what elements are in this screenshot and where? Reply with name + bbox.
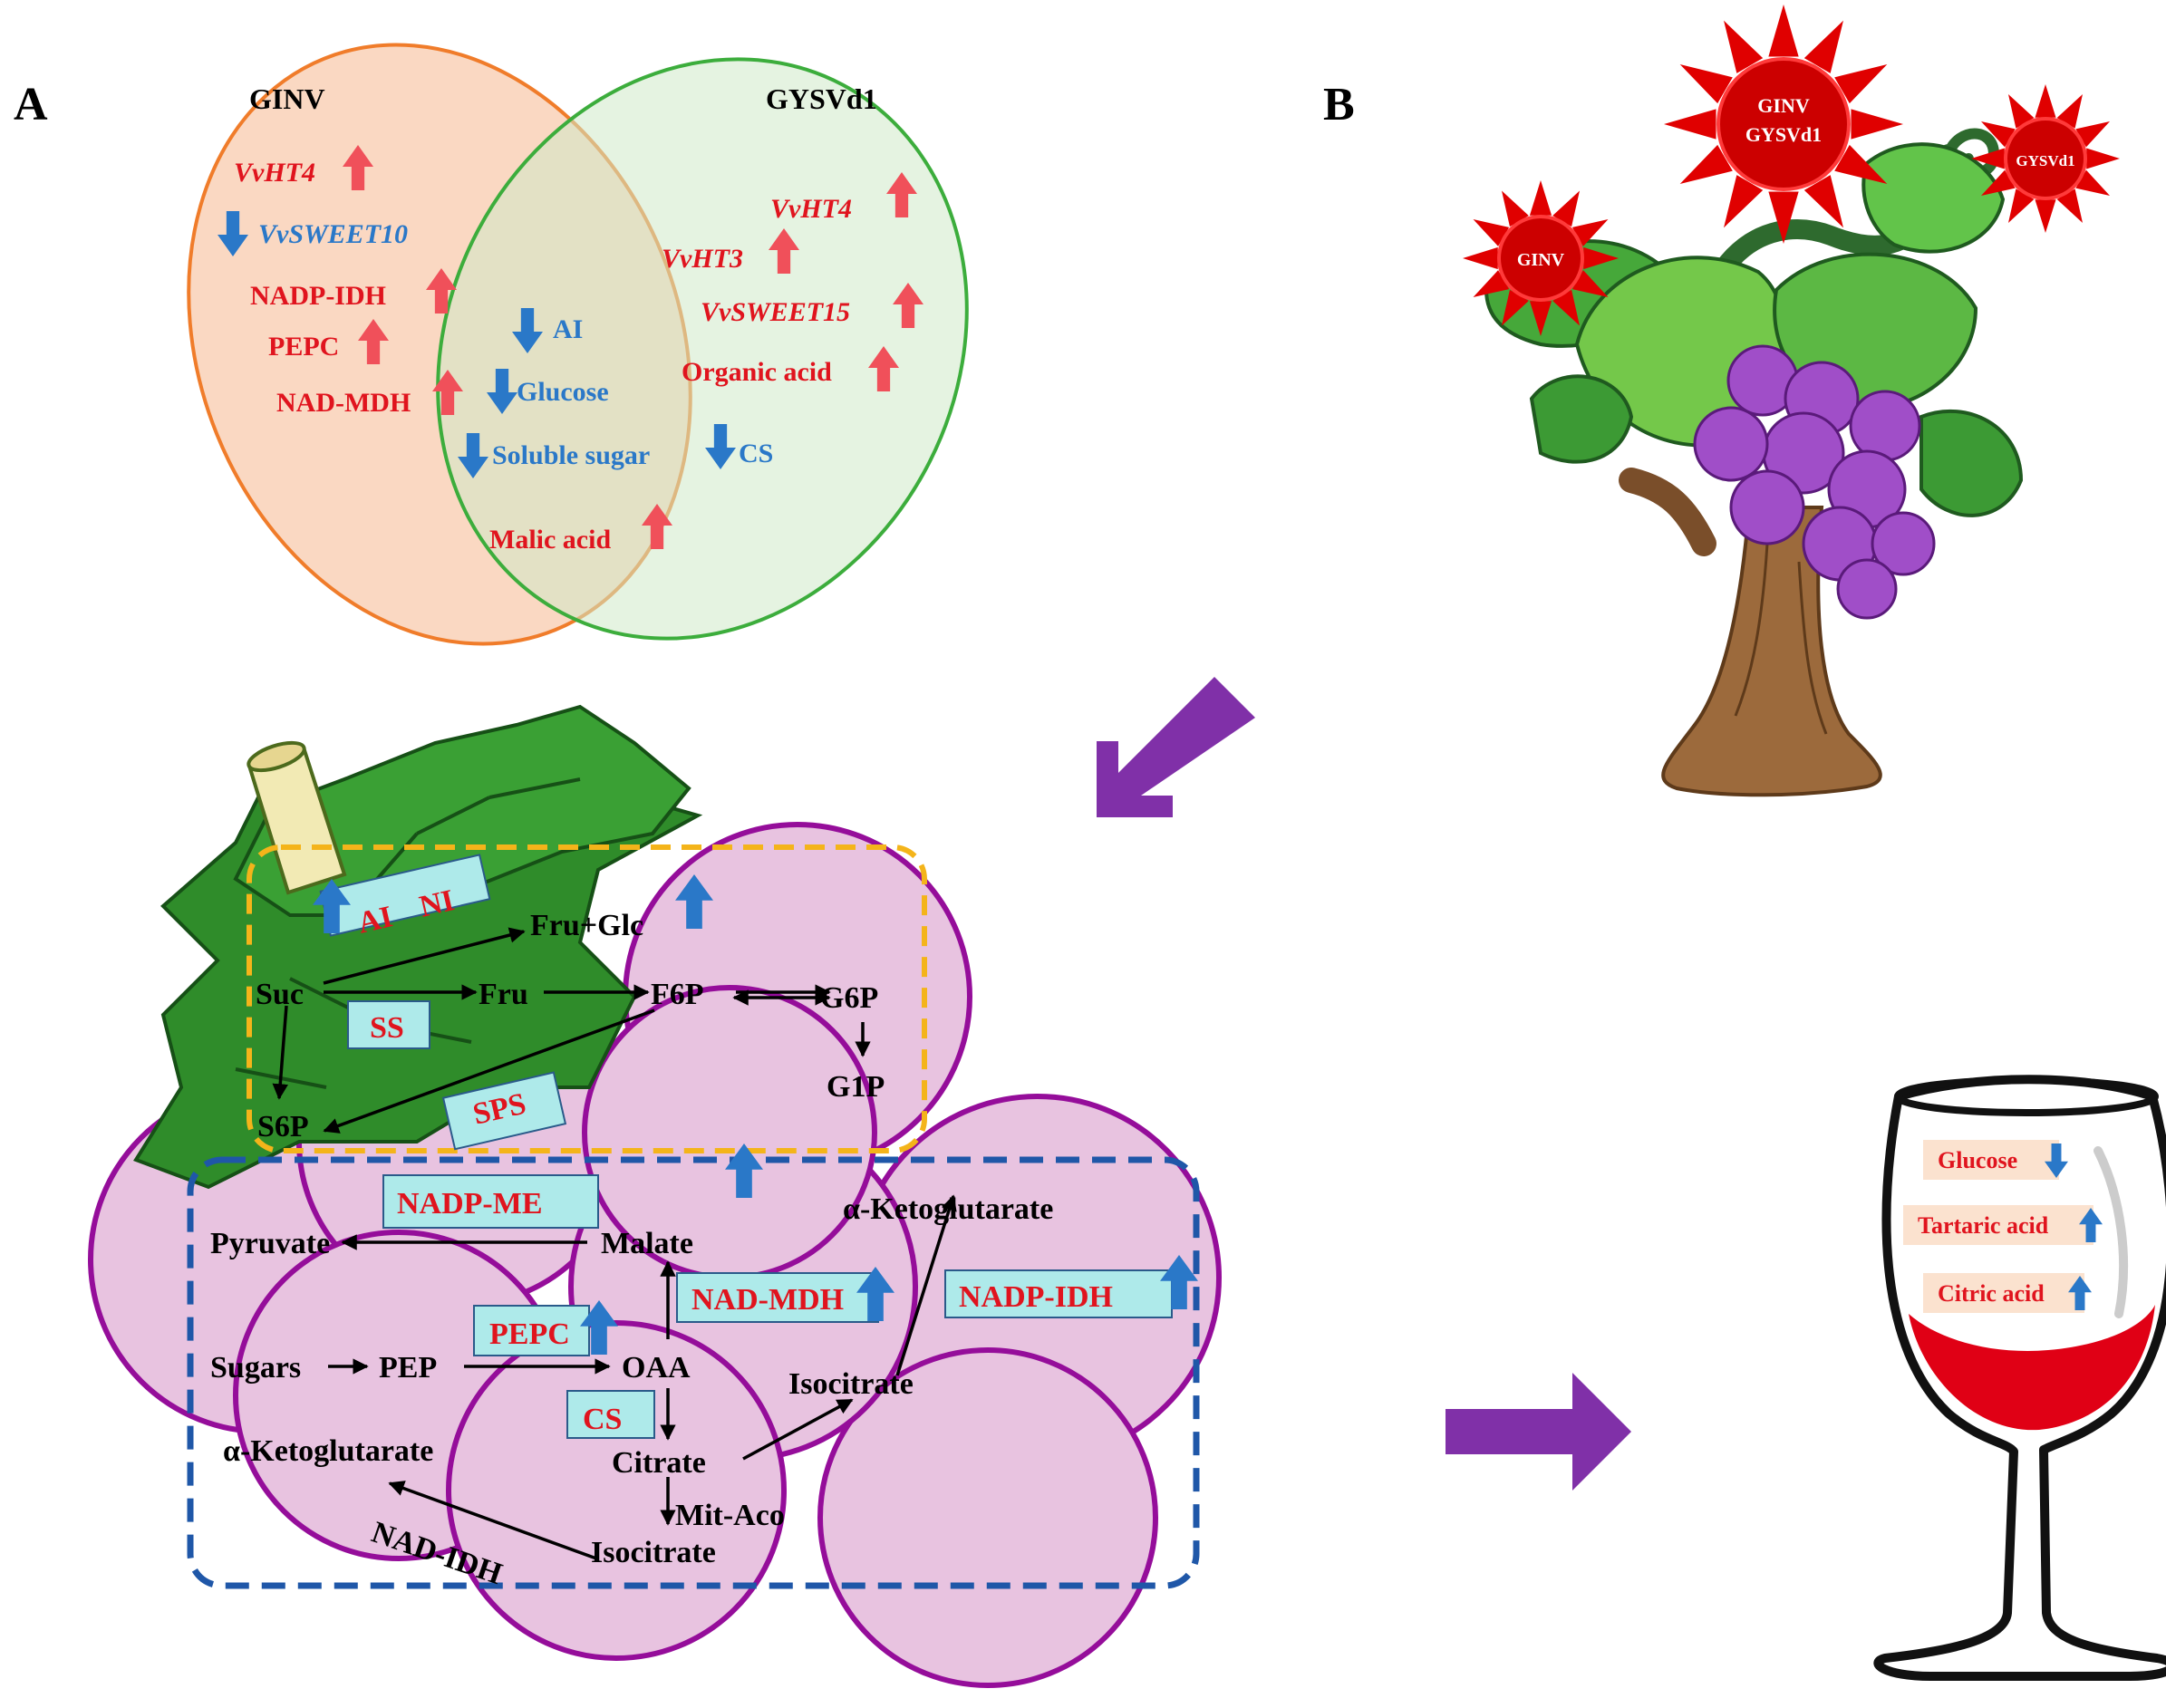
venn-left-item: PEPC [268,332,339,362]
up-arrow-icon [2068,1276,2092,1310]
wine-label-bg [1903,1205,2093,1245]
wine-label: Tartaric acid [1918,1212,2049,1239]
metabolite-g1p: G1P [827,1070,885,1104]
up-arrow-icon [1160,1255,1198,1309]
sun-icon [1971,84,2120,233]
metabolite-pyruvate: Pyruvate [210,1227,330,1260]
metabolite-suc: Suc [256,978,304,1011]
metabolite-fru-glc: Fru+Glc [530,909,643,942]
up-arrow-icon [343,145,373,190]
sun-left-label: GINV [1517,250,1565,270]
up-arrow-icon [893,283,923,328]
down-arrow-icon [458,433,488,478]
up-arrow-icon [313,879,351,933]
enzyme-pepc: PEPC [489,1317,570,1351]
up-arrow-icon [426,268,457,314]
down-arrow-icon [512,308,543,353]
sun-icon [1463,180,1619,336]
enzyme-nadp-me: NADP-ME [397,1187,543,1221]
down-arrow-icon [218,211,248,256]
up-arrow-icon [432,370,463,415]
flow-arrow-icon [1097,677,1255,817]
venn-right-ellipse [436,57,969,641]
metabolite-mit-aco: Mit-Aco [675,1499,785,1532]
metabolite-sugars: Sugars [210,1351,301,1385]
up-arrow-icon [725,1143,763,1198]
metabolite-fru: Fru [479,978,528,1011]
enzyme-boxes [319,854,1173,1439]
enzyme-nad-mdh: NAD-MDH [691,1283,844,1317]
venn-left-item: NAD-MDH [276,388,411,418]
wine-label: Citric acid [1938,1280,2045,1307]
wine-label-bg [1923,1140,2059,1180]
metabolite-malate: Malate [601,1227,693,1260]
venn-left-title: GINV [249,82,325,115]
metabolite-akg-bottom: α-Ketoglutarate [223,1434,433,1468]
down-arrow-icon [705,424,736,469]
grapevine-icon [1484,128,2024,797]
flow-arrow-icon [1446,1373,1631,1491]
venn-overlap-item: Soluble sugar [492,440,650,470]
up-arrow-icon [2079,1208,2103,1242]
venn-overlap-item: Malic acid [489,525,611,555]
up-arrow-icon [642,504,672,549]
venn-right-item: Organic acid [682,357,832,387]
metabolite-akg-top: α-Ketoglutarate [843,1192,1053,1226]
up-arrow-icon [868,346,899,391]
panel-label-b: B [1323,79,1355,130]
metabolite-pep: PEP [379,1351,437,1385]
up-arrow-icon [358,319,389,364]
venn-right-item: CS [739,439,773,468]
venn-overlap-item: Glucose [517,377,609,407]
up-arrow-icon [580,1300,618,1355]
metabolite-isocitrate-mit: Isocitrate [591,1536,716,1569]
venn-right-item: VvSWEET15 [701,297,850,327]
metabolite-f6p: F6P [651,978,704,1011]
metabolite-oaa: OAA [622,1351,691,1385]
metabolite-s6p: S6P [257,1110,309,1143]
venn-left-item: NADP-IDH [250,281,386,311]
sun-center-label-1: GINV [1757,94,1810,117]
wine-label-bg [1923,1273,2084,1313]
enzyme-ai: AI [354,900,395,941]
grape-bunch-icon [1693,344,1936,620]
venn-right-item: VvHT3 [662,244,743,274]
enzyme-cs: CS [583,1403,622,1436]
up-arrow-icon [886,172,917,217]
metabolite-citrate: Citrate [612,1446,706,1480]
up-arrow-icon [856,1267,894,1321]
venn-right-title: GYSVd1 [766,82,877,115]
enzyme-ss: SS [370,1011,404,1045]
metabolite-isocitrate-cyt: Isocitrate [788,1367,914,1401]
sun-center-label-2: GYSVd1 [1745,123,1822,146]
down-arrow-icon [487,369,517,414]
enzyme-nadp-idh: NADP-IDH [959,1280,1113,1314]
venn-left-item: VvHT4 [234,158,315,188]
venn-overlap-item: AI [553,314,583,344]
venn-left-item: VvSWEET10 [258,219,408,249]
panel-label-a: A [14,79,48,130]
down-arrow-icon [2045,1143,2068,1178]
venn-right-item: VvHT4 [770,194,852,224]
up-arrow-icon [769,228,799,274]
wine-label: Glucose [1938,1147,2017,1173]
enzyme-ni: NI [416,883,457,924]
up-arrow-icon [675,874,713,929]
sun-right-label: GYSVd1 [2016,152,2074,169]
sun-icon [1664,5,1903,244]
metabolite-g6p: G6P [820,981,878,1015]
